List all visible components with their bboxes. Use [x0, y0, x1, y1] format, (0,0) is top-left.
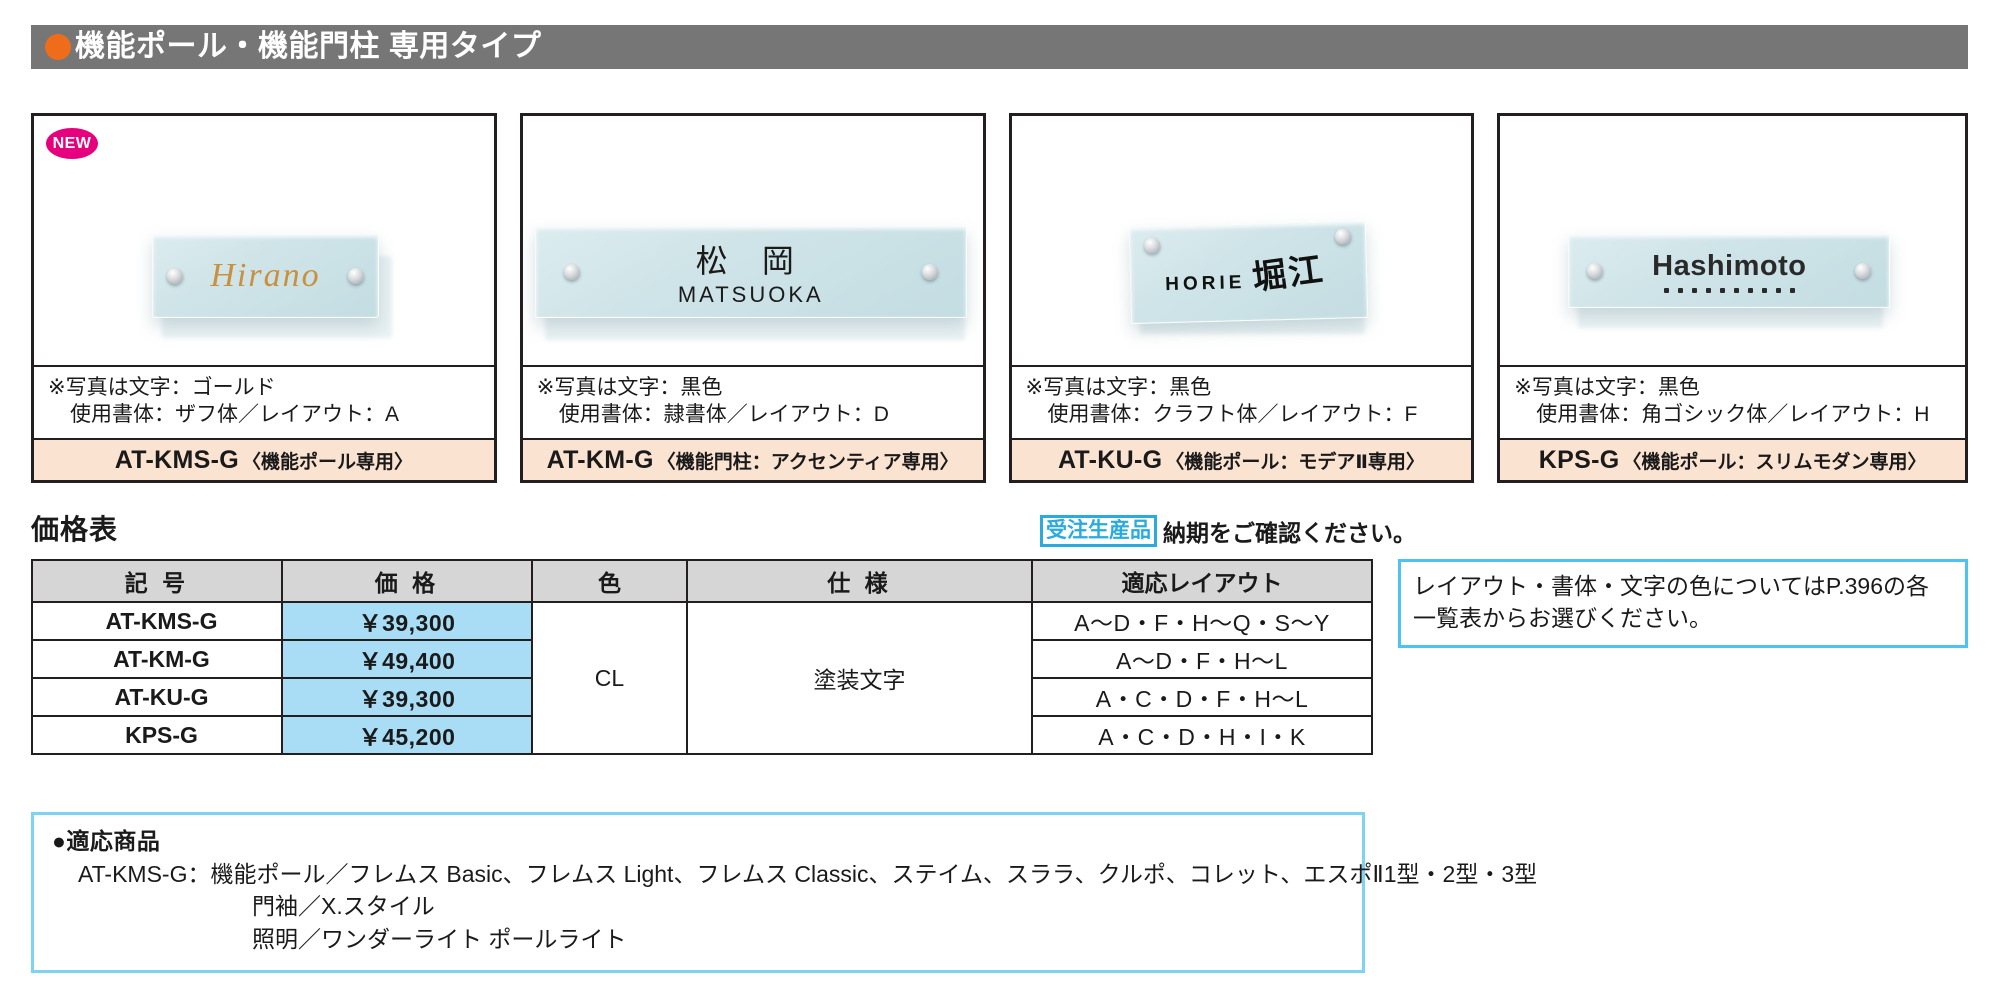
made-to-order-badge: 受注生産品 — [1040, 515, 1157, 547]
column-header-layout: 適応レイアウト — [1031, 559, 1373, 603]
table-header-row: 記 号 価 格 色 仕 様 適応レイアウト — [31, 559, 1373, 603]
card-note-line1: ※写真は文字：黒色 — [1514, 375, 1700, 399]
product-card-at-ku-g[interactable]: 堀江 HORIE ※写真は文字：黒色 使用書体：クラフト体／レイアウト：F AT… — [1008, 113, 1475, 483]
bottom-note-line3: 照明／ワンダーライト ポールライト — [252, 925, 627, 952]
side-note-line1: レイアウト・書体・文字の色についてはP.396の各 — [1413, 573, 1929, 599]
column-header-color: 色 — [531, 559, 688, 603]
bolt-icon — [1334, 228, 1351, 245]
nameplate-glass: Hashimoto — [1568, 234, 1891, 308]
layout-reference-note: レイアウト・書体・文字の色についてはP.396の各 一覧表からお選びください。 — [1398, 559, 1968, 649]
card-note-line1: ※写真は文字：黒色 — [1025, 375, 1212, 399]
cell-spec-merged: 塗装文字 — [686, 601, 1033, 755]
product-photo-hirano: NEW Hirano — [34, 116, 494, 365]
nameplate-glass: Hirano — [152, 234, 379, 318]
nameplate-text-en: HORIE — [1164, 272, 1246, 296]
orange-dot-icon — [45, 34, 71, 60]
bolt-icon — [921, 264, 938, 280]
card-note: ※写真は文字：黒色 使用書体：角ゴシック体／レイアウト：H — [1500, 364, 1966, 438]
table-row: AT-KMS-G ￥39,300 CL 塗装文字 A〜D・F・H〜Q・S〜Y — [31, 601, 1373, 755]
column-header-code: 記 号 — [31, 559, 283, 603]
product-photo-hashimoto: Hashimoto — [1500, 116, 1965, 365]
card-note-line2: 使用書体：クラフト体／レイアウト：F — [1047, 403, 1418, 427]
compatible-products-note: ●適応商品 AT-KMS-G：機能ポール／フレムス Basic、フレムス Lig… — [31, 812, 1538, 973]
page-title: 機能ポール・機能門柱 専用タイプ — [75, 30, 542, 63]
card-code-suffix: 〈機能門柱：アクセンティア専用〉 — [656, 451, 959, 473]
cell-layout: A〜D・F・H〜Q・S〜Y — [1031, 601, 1373, 641]
cell-code: AT-KU-G — [31, 677, 283, 717]
nameplate-glass: 堀江 HORIE — [1128, 220, 1368, 325]
made-to-order-text: 納期をご確認ください。 — [1163, 520, 1416, 546]
card-code-strip: KPS-G 〈機能ポール：スリムモダン専用〉 — [1500, 438, 1966, 480]
bolt-icon — [1855, 263, 1872, 279]
card-code-strip: AT-KMS-G 〈機能ポール専用〉 — [34, 438, 494, 480]
column-header-price: 価 格 — [281, 559, 533, 603]
nameplate-text-en: MATSUOKA — [677, 282, 824, 307]
cell-layout: A・C・D・F・H〜L — [1031, 677, 1373, 717]
nameplate-text: Hirano — [210, 257, 321, 294]
price-table: 記 号 価 格 色 仕 様 適応レイアウト AT-KMS-G ￥39,300 C… — [31, 559, 1373, 755]
card-note-line1: ※写真は文字：黒色 — [536, 375, 723, 399]
product-card-at-kms-g[interactable]: NEW Hirano ※写真は文字：ゴールド 使用書体：ザフ体／レイアウト：A … — [31, 113, 497, 483]
cell-code: KPS-G — [31, 715, 283, 755]
product-photo-horie: 堀江 HORIE — [1012, 116, 1472, 365]
card-note-line2: 使用書体：隷書体／レイアウト：D — [558, 403, 889, 427]
product-card-kps-g[interactable]: Hashimoto ※写真は文字：黒色 使用書体：角ゴシック体／レイアウト：H … — [1497, 113, 1969, 483]
cell-color-merged: CL — [531, 601, 688, 755]
bolt-icon — [167, 268, 183, 284]
card-note-line2: 使用書体：ザフ体／レイアウト：A — [70, 403, 400, 427]
nameplate-glass: 松 岡 MATSUOKA — [534, 226, 967, 318]
card-code-strip: AT-KU-G 〈機能ポール：モデアⅡ専用〉 — [1011, 438, 1472, 480]
card-code-suffix: 〈機能ポール：スリムモダン専用〉 — [1622, 451, 1927, 473]
cell-code: AT-KM-G — [31, 639, 283, 679]
card-note: ※写真は文字：ゴールド 使用書体：ザフ体／レイアウト：A — [34, 364, 494, 438]
card-code: KPS-G — [1538, 445, 1620, 474]
cell-price: ￥39,300 — [281, 601, 533, 641]
bolt-icon — [1587, 263, 1604, 279]
card-code: AT-KU-G — [1057, 445, 1163, 474]
table-row: KPS-G ￥45,200 A・C・D・H・I・K — [31, 715, 1373, 755]
card-note: ※写真は文字：黒色 使用書体：隷書体／レイアウト：D — [522, 364, 983, 438]
cell-code: AT-KMS-G — [31, 601, 283, 641]
cell-layout: A〜D・F・H〜L — [1031, 639, 1373, 679]
bolt-icon — [348, 268, 364, 284]
column-header-spec: 仕 様 — [686, 559, 1033, 603]
cell-layout: A・C・D・H・I・K — [1031, 715, 1373, 755]
card-note-line1: ※写真は文字：ゴールド — [48, 375, 276, 399]
page-header-bar: 機能ポール・機能門柱 専用タイプ — [31, 25, 1968, 69]
made-to-order-notice: 受注生産品 納期をご確認ください。 — [1040, 514, 1416, 548]
bottom-note-line2: 門袖／X.スタイル — [252, 893, 435, 920]
dot-row-decoration — [1663, 287, 1795, 293]
bottom-note-title: ●適応商品 — [52, 828, 161, 854]
table-row: AT-KU-G ￥39,300 A・C・D・F・H〜L — [31, 677, 1373, 717]
card-code: AT-KM-G — [546, 445, 654, 474]
product-card-at-km-g[interactable]: 松 岡 MATSUOKA ※写真は文字：黒色 使用書体：隷書体／レイアウト：D … — [519, 113, 986, 483]
card-code: AT-KMS-G — [114, 445, 239, 474]
card-code-suffix: 〈機能ポール専用〉 — [241, 451, 413, 473]
cell-price: ￥49,400 — [281, 639, 533, 679]
side-note-line2: 一覧表からお選びください。 — [1413, 604, 1712, 631]
product-card-list: NEW Hirano ※写真は文字：ゴールド 使用書体：ザフ体／レイアウト：A … — [31, 113, 1969, 483]
price-table-heading: 価格表 — [31, 514, 119, 545]
bolt-icon — [563, 264, 580, 280]
card-code-strip: AT-KM-G 〈機能門柱：アクセンティア専用〉 — [522, 438, 983, 480]
cell-price: ￥39,300 — [281, 677, 533, 717]
nameplate-text: Hashimoto — [1652, 249, 1807, 282]
table-row: AT-KM-G ￥49,400 A〜D・F・H〜L — [31, 639, 1373, 679]
nameplate-text-jp: 堀江 — [1249, 249, 1327, 299]
new-badge: NEW — [46, 128, 98, 159]
cell-price: ￥45,200 — [281, 715, 533, 755]
card-note: ※写真は文字：黒色 使用書体：クラフト体／レイアウト：F — [1011, 364, 1472, 438]
product-photo-matsuoka: 松 岡 MATSUOKA — [523, 116, 983, 365]
bolt-icon — [1143, 237, 1160, 254]
card-code-suffix: 〈機能ポール：モデアⅡ専用〉 — [1165, 451, 1425, 473]
card-note-line2: 使用書体：角ゴシック体／レイアウト：H — [1536, 403, 1930, 427]
nameplate-text-jp: 松 岡 — [695, 242, 806, 280]
bottom-note-line1: AT-KMS-G：機能ポール／フレムス Basic、フレムス Light、フレム… — [78, 860, 1538, 887]
